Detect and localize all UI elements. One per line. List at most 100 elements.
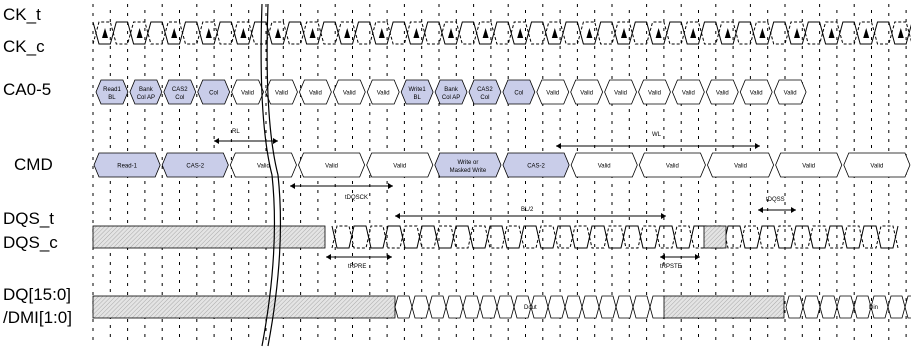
clock-edge-arrow	[794, 28, 800, 38]
clock-edge-arrow	[413, 28, 420, 38]
bus-cell-label: Valid	[275, 91, 288, 97]
bus-cell-label: Write or	[457, 160, 478, 166]
clock-edge-arrow	[759, 28, 766, 38]
rl-label: RL	[232, 129, 240, 135]
bus-cell	[739, 79, 773, 105]
dq-data-cell	[819, 295, 838, 319]
clock-edge-arrow	[136, 28, 143, 38]
bus-cell	[298, 152, 366, 178]
bus-cell-label: Valid	[666, 164, 679, 170]
dqs-idle-hatch	[92, 225, 326, 249]
clock-edge-arrow	[621, 28, 627, 38]
clock-edge-arrow	[586, 28, 593, 38]
bus-cell-label: Col AP	[137, 95, 155, 101]
bus-cell-label: Valid	[750, 91, 763, 97]
bus-cell	[161, 152, 229, 178]
bus-cell-label: Valid	[802, 164, 815, 170]
clock-edge-arrow	[102, 28, 108, 38]
clock-edge-arrow	[309, 28, 316, 38]
bus-cell-label: Read-1	[117, 164, 137, 170]
clock-edge-arrow	[551, 28, 558, 38]
bus-cell-label: BL	[413, 95, 421, 101]
bl2-label: BL/2	[521, 207, 534, 213]
bus-cell	[502, 152, 570, 178]
cmd-bus: Read-1 CAS-2 Valid Valid Valid Write or Masked…	[93, 152, 911, 178]
bus-cell	[638, 79, 671, 105]
clock-edge-arrow	[275, 28, 281, 38]
clock-waveform	[92, 21, 911, 45]
tdqsck-arrow-head	[388, 183, 393, 189]
dq-data-cell	[785, 295, 804, 319]
clock-edge-arrow	[517, 28, 524, 38]
bus-cell	[773, 79, 807, 105]
dq-data-cell	[479, 295, 498, 319]
trpre-arrow-head	[387, 254, 392, 260]
ca-label: CA0-5	[3, 80, 51, 99]
bus-cell	[332, 79, 366, 105]
bus-cell-label: CAS2	[172, 87, 188, 93]
dout-label: Dout	[524, 305, 537, 311]
dq-data-cell	[496, 295, 515, 319]
dq-data-cell	[564, 295, 583, 319]
tdqsck-arrow-head	[290, 183, 295, 189]
clock-edge-arrow	[690, 28, 697, 38]
dqs-waveform	[92, 225, 899, 249]
bus-cell-label: Write1	[409, 87, 427, 93]
dq-data-cell	[411, 295, 430, 319]
bus-cell	[705, 79, 739, 105]
trpste-label: tRPSTE	[660, 264, 682, 270]
bus-cell-label: Valid	[309, 91, 322, 97]
bus-cell-label: Valid	[784, 91, 797, 97]
break-line-left	[260, 3, 276, 347]
bus-cell	[843, 152, 911, 178]
bus-cell-label: Valid	[580, 91, 593, 97]
trpste-arrow-head	[695, 254, 700, 260]
bus-cell-label: Col	[514, 91, 523, 97]
bus-cell	[775, 152, 843, 178]
bus-cell-label: Valid	[648, 91, 661, 97]
tdqsck-label: tDQSCK	[345, 195, 368, 201]
bus-cell-label: Read1	[103, 87, 121, 93]
bus-cell	[638, 152, 706, 178]
dq-data-cell	[887, 295, 906, 319]
bus-cell-label: Valid	[716, 91, 729, 97]
bus-cell	[434, 152, 502, 178]
bus-cell-label: Valid	[257, 164, 270, 170]
dqs-t-label: DQS_t	[3, 209, 54, 228]
dq-data-cell	[904, 295, 911, 319]
bus-cell	[231, 79, 264, 105]
bus-cell-label: Col AP	[442, 95, 460, 101]
bus-cell	[570, 152, 638, 178]
dqs-c-label: DQS_c	[3, 233, 58, 252]
dqs-t-wave	[331, 225, 899, 249]
dqs-gap-hatch	[703, 225, 727, 249]
dq-idle-hatch	[92, 295, 396, 319]
dq-data-cell	[615, 295, 634, 319]
bus-cell-label: Valid	[393, 164, 406, 170]
bus-cell-label: CAS-2	[186, 164, 204, 170]
clock-edge-arrow	[482, 28, 489, 38]
clock-edge-arrow	[344, 28, 351, 38]
clock-edge-arrow	[448, 28, 454, 38]
bus-cell	[570, 79, 604, 105]
bus-cell-label: Valid	[325, 164, 338, 170]
bl2-arrow-head	[661, 213, 666, 219]
bus-cell	[672, 79, 705, 105]
dq-data-cell	[836, 295, 855, 319]
tdqss-label: tDQSS	[766, 197, 785, 203]
bus-cell-label: Valid	[870, 164, 883, 170]
bus-cell	[366, 79, 400, 105]
bus-cell-label: Valid	[241, 91, 254, 97]
dq-waveform	[92, 295, 911, 319]
bus-cell-label: Bank	[139, 87, 154, 93]
trpre-arrow-head	[326, 254, 331, 260]
dq-data-cell	[445, 295, 464, 319]
clock-edge-arrow	[240, 28, 247, 38]
bl2-arrow-head	[395, 213, 400, 219]
bus-cell-label: Col	[480, 95, 489, 101]
bus-cell	[468, 79, 502, 105]
bus-cell	[265, 79, 298, 105]
bus-cell-label: Masked Write	[450, 168, 487, 174]
clock-edge-arrow	[378, 28, 385, 38]
